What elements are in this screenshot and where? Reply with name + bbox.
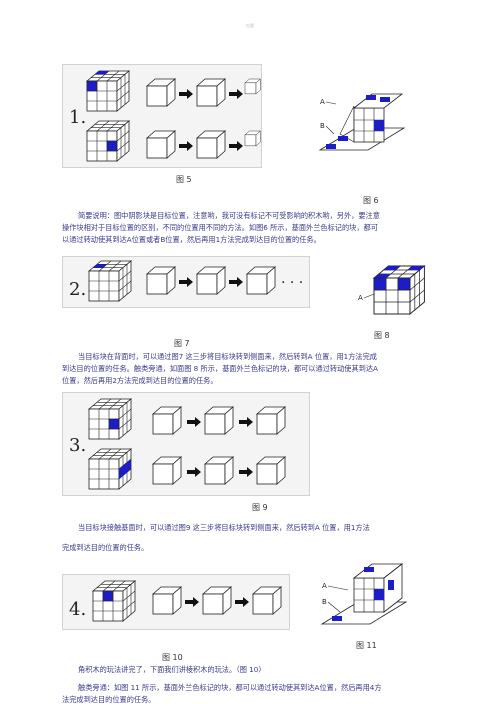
- cube-icon: [202, 586, 232, 615]
- paragraph-5: 触类旁通：如图 11 所示，基面外兰色标记的块，都可以通过转动使其到达A位置，然…: [62, 682, 442, 706]
- text-line: 到达目的位置的任务。触类旁通，如面图 8 所示，基面外兰色标记的块，都可以通过转…: [62, 364, 378, 373]
- cube-icon: [244, 78, 261, 95]
- text-line: 完成到达目的位置的任务。: [62, 543, 149, 552]
- text-line: 触类旁通：如图 11 所示，基面外兰色标记的块，都可以通过转动使其到达A位置，然…: [78, 683, 382, 692]
- cube-icon: [204, 406, 234, 435]
- arrow-right-icon: [179, 89, 193, 99]
- cube-icon: [196, 130, 226, 159]
- cube-icon: [244, 130, 261, 147]
- ellipsis: · · ·: [281, 275, 303, 291]
- paragraph-3: 当目标块接触基面时，可以通过图9 这三步将目标块转到侧面来，然后转到A 位置，用…: [62, 518, 442, 558]
- label-a: A: [358, 294, 363, 302]
- step-number-3: 3.: [69, 435, 86, 456]
- cube-icon: [256, 456, 286, 485]
- text-line: 以通过转动使其到达A位置或者B位置，然后再用1方法完成到达目的位置的任务。: [62, 235, 321, 244]
- label-a: A: [320, 98, 325, 106]
- arrow-right-icon: [239, 417, 253, 427]
- figure-8: A: [356, 260, 436, 324]
- text-line: 当目标块接触基面时，可以通过图9 这三步将目标块转到侧面来，然后转到A 位置，用…: [78, 523, 370, 532]
- arrow-right-icon: [187, 417, 201, 427]
- cube-icon: [204, 456, 234, 485]
- cube-icon: [152, 586, 182, 615]
- figure-5-caption: 图 5: [176, 175, 192, 184]
- figure-5: 1.: [62, 64, 262, 168]
- figure-7-caption: 图 7: [174, 339, 190, 348]
- figure-9-caption: 图 9: [252, 503, 268, 512]
- figure-11: A B: [318, 558, 410, 636]
- cube-icon: [146, 130, 176, 159]
- text-line: 简要说明：图中阴影块是目标位置，注意哟，我可没有标记不可受影响的积木哟，另外，要…: [78, 211, 380, 220]
- text-line: 操作块相对于目标位置的区别，不同的位置用不同的方法。如图6 所示，基面外兰色标记…: [62, 223, 378, 232]
- label-b: B: [322, 598, 327, 606]
- label-a: A: [322, 582, 327, 590]
- figure-6-caption: 图 6: [363, 196, 379, 205]
- arrow-right-icon: [229, 277, 243, 287]
- cube-icon: [256, 406, 286, 435]
- figure-10-caption: 图 10: [162, 653, 183, 662]
- arrow-right-icon: [229, 141, 243, 151]
- arrow-right-icon: [229, 89, 243, 99]
- header-mark: ·钻题·: [244, 23, 256, 28]
- arrow-right-icon: [239, 467, 253, 477]
- cube-icon: [146, 78, 176, 107]
- cube-icon: [196, 266, 226, 295]
- figure-8-caption: 图 8: [374, 331, 390, 340]
- cube-icon: [152, 406, 182, 435]
- cube-icon: [196, 78, 226, 107]
- arrow-right-icon: [187, 467, 201, 477]
- arrow-right-icon: [179, 141, 193, 151]
- arrow-right-icon: [179, 277, 193, 287]
- cube-icon: [92, 580, 136, 622]
- step-number-4: 4.: [69, 599, 86, 620]
- text-line: 位置，然后再用2方法完成到达目的位置的任务。: [62, 376, 218, 385]
- paragraph-1: 简要说明：图中阴影块是目标位置，注意哟，我可没有标记不可受影响的积木哟，另外，要…: [62, 210, 442, 246]
- figure-6: A B: [314, 84, 410, 164]
- figure-10: 4.: [62, 574, 290, 630]
- paragraph-4: 角积木的玩法讲完了，下面我们讲棱积木的玩法。（图 10）: [78, 664, 438, 676]
- text-line: 法完成到达目的位置的任务。: [62, 695, 156, 704]
- cube-icon: [152, 456, 182, 485]
- arrow-right-icon: [235, 597, 249, 607]
- figure-7: 2. · · ·: [62, 256, 310, 308]
- step-number-1: 1.: [69, 107, 86, 128]
- arrow-right-icon: [185, 597, 199, 607]
- text-line: 角积木的玩法讲完了，下面我们讲棱积木的玩法。（图 10）: [78, 665, 266, 674]
- text-line: 当目标块在背面时，可以通过图7 这三步将目标块转到侧面来，然后转到A 位置，用1…: [78, 352, 377, 361]
- cube-icon: [246, 266, 276, 295]
- label-b: B: [320, 122, 325, 130]
- paragraph-2: 当目标块在背面时，可以通过图7 这三步将目标块转到侧面来，然后转到A 位置，用1…: [62, 351, 442, 387]
- cube-icon: [252, 586, 282, 615]
- figure-9: 3.: [62, 392, 310, 496]
- step-number-2: 2.: [69, 279, 86, 300]
- figure-11-caption: 图 11: [356, 641, 377, 650]
- cube-icon: [146, 266, 176, 295]
